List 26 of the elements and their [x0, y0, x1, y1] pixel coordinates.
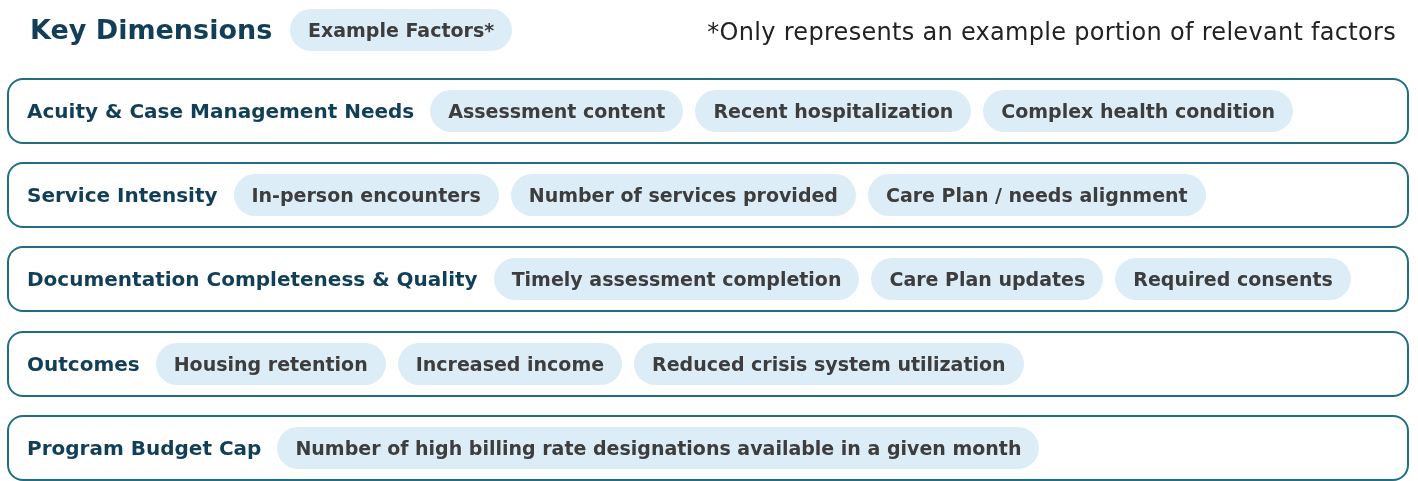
factor-pill: Reduced crisis system utilization: [634, 343, 1024, 385]
dimension-row: [7, 78, 1409, 144]
factor-pill: Recent hospitalization: [695, 90, 972, 132]
factor-pill: Housing retention: [155, 343, 386, 385]
factor-pill: Care Plan updates: [871, 258, 1104, 300]
dimension-heading: Service Intensity: [27, 183, 218, 207]
dimension-heading: Acuity & Case Management Needs: [27, 99, 415, 123]
diagram-title: Key Dimensions: [30, 14, 273, 45]
factor-pill: Number of services provided: [510, 174, 856, 216]
factor-pill: Example Factors*: [290, 9, 513, 51]
dimension-row: [7, 162, 1409, 228]
dimension-row: [7, 246, 1409, 312]
dimension-heading: Documentation Completeness & Quality: [27, 267, 478, 291]
dimension-row: [7, 415, 1409, 481]
dimension-row: [7, 331, 1409, 397]
factor-pill: Complex health condition: [983, 90, 1294, 132]
dimension-heading: Program Budget Cap: [27, 436, 262, 460]
factor-pill: Assessment content: [430, 90, 684, 132]
factor-pill: Increased income: [397, 343, 623, 385]
factor-pill: Number of high billing rate designations available in a given month: [277, 427, 1040, 469]
factor-pill: Care Plan / needs alignment: [868, 174, 1206, 216]
dimension-heading: Outcomes: [27, 352, 140, 376]
factor-pill: Timely assessment completion: [493, 258, 860, 300]
factor-pill: Required consents: [1115, 258, 1351, 300]
factor-pill: In-person encounters: [233, 174, 499, 216]
footnote: *Only represents an example portion of relevant factors: [707, 18, 1396, 46]
